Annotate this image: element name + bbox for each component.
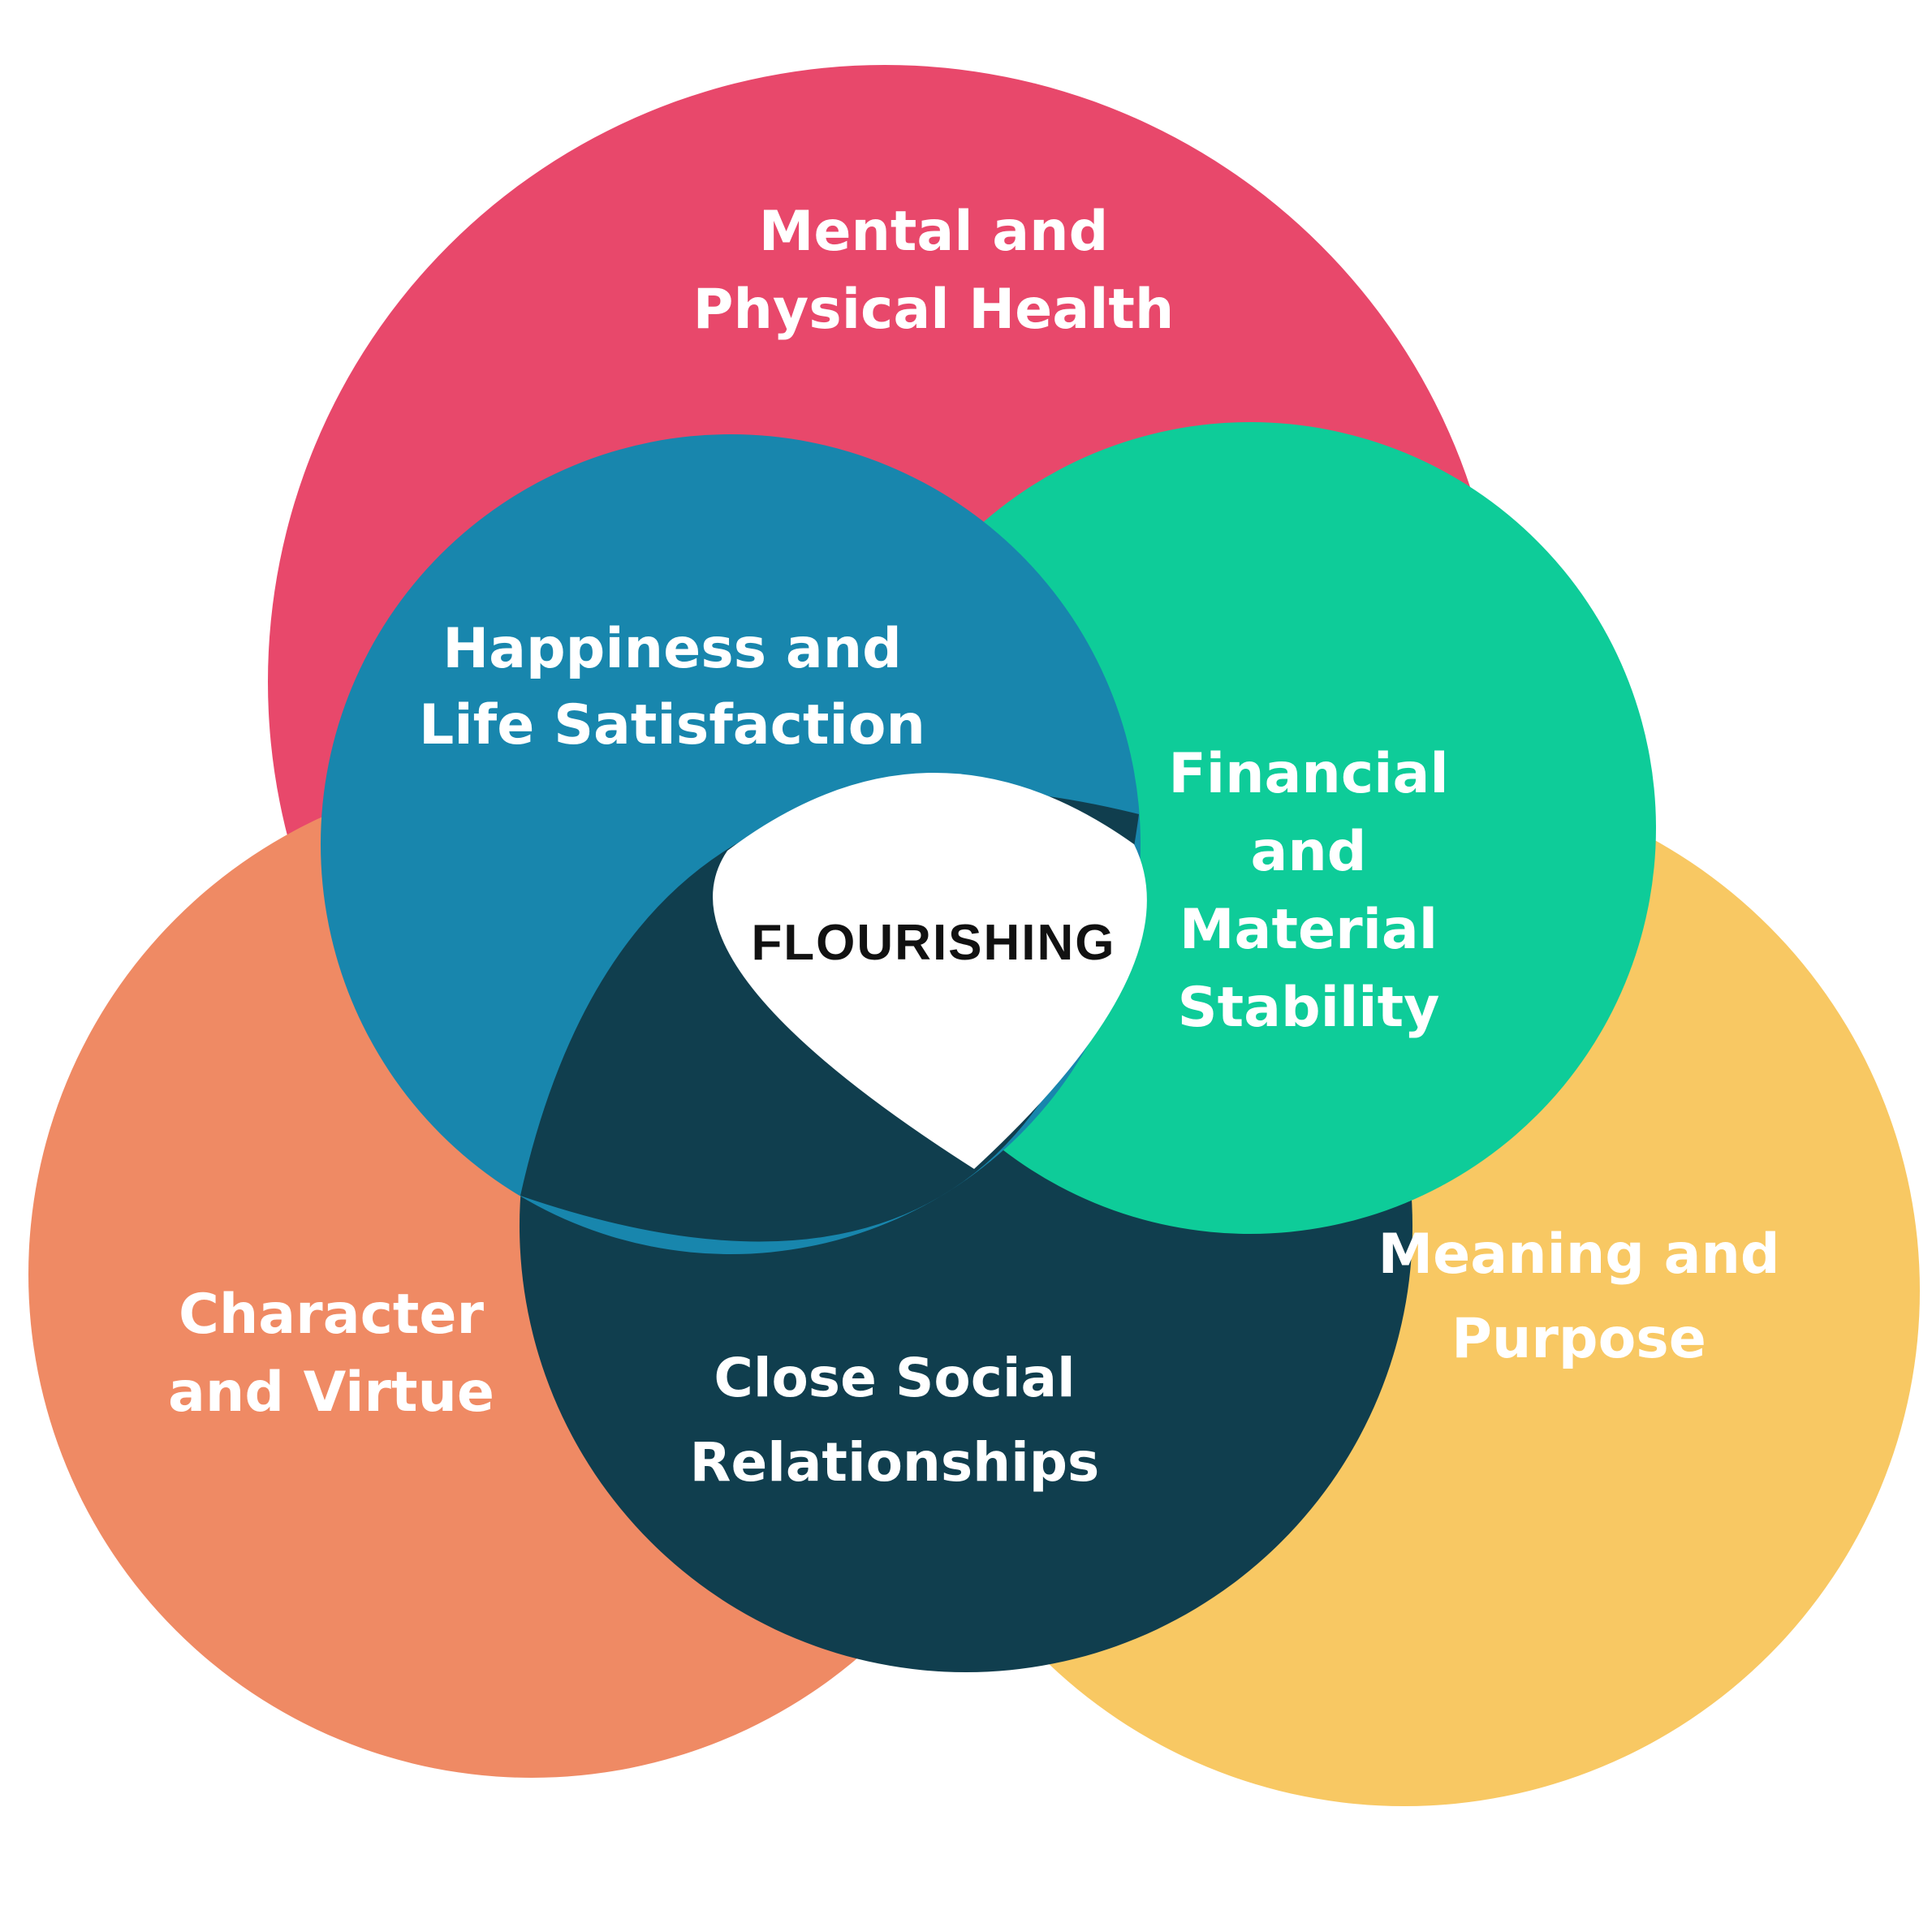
financial-label-line3: Material: [1179, 898, 1438, 962]
character-label-line2: and Virtue: [168, 1361, 494, 1425]
health-label-line2: Physical Health: [693, 278, 1175, 342]
happiness-label-line1: Happiness and: [442, 617, 902, 681]
financial-label-line4: Stability: [1178, 976, 1440, 1040]
happiness-label-line2: Life Satisfaction: [419, 693, 925, 757]
social-label-line1: Close Social: [714, 1347, 1075, 1409]
social-label-line2: Relationships: [690, 1431, 1100, 1494]
character-label-line1: Character: [179, 1283, 485, 1347]
health-label-line1: Mental and: [759, 200, 1109, 264]
meaning-label-line2: Purpose: [1451, 1307, 1706, 1371]
flourishing-shield: [713, 772, 1147, 1169]
flourishing-center-label: FLOURISHING: [751, 915, 1115, 971]
meaning-label-line1: Meaning and: [1378, 1223, 1779, 1287]
financial-label-line2: and: [1251, 820, 1367, 884]
financial-label-line1: Financial: [1168, 742, 1448, 806]
